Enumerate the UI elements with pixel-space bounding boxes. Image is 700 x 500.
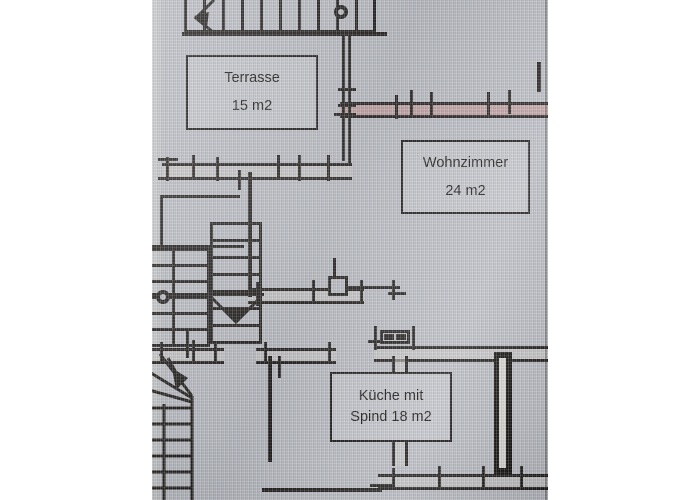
stair-landing-top xyxy=(160,195,240,198)
wall-tick xyxy=(430,92,433,118)
wall-tick xyxy=(368,340,386,343)
room-label-kueche-name: Küche mit xyxy=(358,388,424,405)
window-jamb-right xyxy=(412,326,415,350)
wall-tick xyxy=(160,342,163,364)
wall-tick xyxy=(264,342,267,364)
wall-kitchen-left-vertical-inner xyxy=(278,356,281,378)
wall-tick xyxy=(392,280,395,300)
wall-vertical-upper-right xyxy=(348,33,351,163)
stair-landing-bottom xyxy=(152,245,244,248)
wall-tick xyxy=(192,340,195,364)
wall-tick xyxy=(370,484,392,487)
wall-tick xyxy=(334,113,356,116)
stair-direction-arrow-top xyxy=(193,0,216,35)
wall-top-horizontal-accent xyxy=(340,102,548,118)
stair-landing-left xyxy=(160,195,163,247)
dimension-node-left xyxy=(156,290,170,304)
wall-tick xyxy=(166,157,169,181)
wall-tick xyxy=(388,292,406,295)
wall-tick xyxy=(328,342,331,364)
wall-tick xyxy=(342,96,345,118)
wall-kitchen-left-vertical xyxy=(268,356,272,462)
wall-tick xyxy=(360,280,363,304)
wall-tick xyxy=(327,155,330,181)
window-jamb-left xyxy=(374,326,377,350)
stair-direction-arrow-middle xyxy=(210,296,262,325)
wall-tick xyxy=(214,342,217,364)
shaft-pier-right xyxy=(494,352,512,474)
wall-tick xyxy=(216,157,219,181)
wall-tick xyxy=(158,158,178,161)
wall-inner-room-left-outer xyxy=(238,170,241,190)
wall-tick xyxy=(520,466,523,490)
stair-top-base-line xyxy=(182,32,387,36)
wall-stub-above-column xyxy=(333,258,336,280)
room-label-kueche: Küche mit Spind 18 m2 xyxy=(330,372,452,442)
room-label-kueche-area: Spind 18 m2 xyxy=(350,409,432,425)
wall-tick xyxy=(256,282,259,306)
staircase-winder-bottom xyxy=(152,353,194,500)
room-label-terrasse-name: Terrasse xyxy=(224,70,280,87)
wall-right-edge-seam xyxy=(545,0,547,500)
room-label-terrasse-area: 15 m2 xyxy=(231,98,273,114)
wall-stub-right-top xyxy=(537,62,541,92)
wall-stub-right-of-column xyxy=(340,286,400,289)
wall-tick xyxy=(338,104,356,107)
wall-kitchen-top-left xyxy=(256,348,336,364)
wall-tick xyxy=(192,155,195,177)
wall-tick xyxy=(277,155,280,179)
wall-tick xyxy=(395,95,398,119)
room-label-wohnzimmer-name: Wohnzimmer xyxy=(422,154,509,171)
window-opening xyxy=(380,330,410,344)
wall-tick xyxy=(482,466,485,490)
staircase-middle-left xyxy=(152,248,210,347)
column-symbol xyxy=(328,276,348,296)
dimension-node-top xyxy=(334,5,348,19)
wall-bottom-left-segment xyxy=(262,488,382,492)
wall-tick xyxy=(410,90,413,116)
wall-tick xyxy=(438,466,441,490)
room-label-wohnzimmer-area: 24 m2 xyxy=(445,182,486,199)
wall-tick xyxy=(298,155,301,181)
scanned-floorplan-image: Terrasse 15 m2 Wohnzimmer 24 m2 Küche mi… xyxy=(152,0,548,500)
wall-inner-room-left xyxy=(248,172,252,297)
wall-middle-horizontal xyxy=(162,163,352,180)
room-label-wohnzimmer: Wohnzimmer 24 m2 xyxy=(401,140,530,214)
wall-tick xyxy=(508,90,511,114)
wall-tick xyxy=(158,177,178,180)
wall-tick xyxy=(312,280,315,304)
wall-tick xyxy=(392,468,395,490)
wall-bottom-horizontal xyxy=(378,474,548,490)
wall-tick xyxy=(487,92,490,118)
room-label-terrasse: Terrasse 15 m2 xyxy=(186,55,318,130)
wall-tick xyxy=(338,88,356,91)
